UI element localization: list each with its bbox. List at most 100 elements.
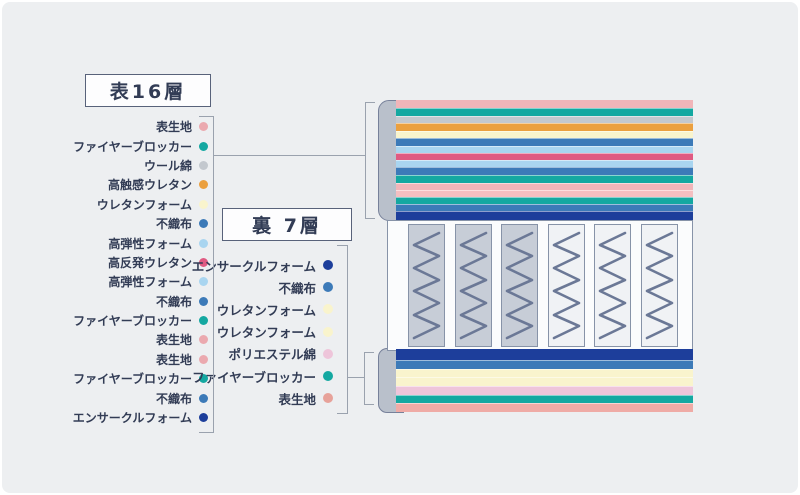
legend-color-dot: [323, 348, 333, 359]
legend-item: ファイヤーブロッカー: [30, 311, 208, 330]
mattress-layer-stripe: [396, 211, 693, 221]
spring-coil-icon: [645, 231, 674, 340]
mattress-layer-stripe: [396, 403, 693, 412]
spring-pocket: [594, 224, 632, 347]
back-layers-legend: エンサークルフォーム不織布ウレタンフォームウレタンフォームポリエステル綿ファイヤ…: [170, 254, 333, 409]
legend-item: ウレタンフォーム: [170, 321, 333, 343]
mattress-top-bracket: [365, 102, 375, 219]
legend-item-label: 不織布: [278, 280, 316, 296]
back-connector-line: [347, 377, 364, 378]
legend-item-label: ポリエステル綿: [228, 347, 316, 363]
mattress-layer-stripe: [396, 167, 693, 175]
mattress-layer-stripe: [396, 123, 693, 131]
mattress-bottom-bracket: [364, 352, 374, 405]
mattress-layer-stripe: [396, 100, 693, 108]
legend-item: 高触感ウレタン: [30, 175, 208, 194]
legend-color-dot: [199, 374, 208, 384]
legend-item-label: 不織布: [155, 294, 192, 309]
legend-item: 不織布: [30, 388, 208, 407]
legend-item-label: 表生地: [278, 391, 316, 407]
mattress-layer-stripe: [396, 183, 693, 190]
legend-item: ファイヤーブロッカー: [30, 369, 208, 388]
legend-item: 不織布: [170, 276, 333, 298]
legend-color-dot: [199, 257, 208, 267]
mattress-layer-stripe: [396, 377, 693, 386]
legend-item-label: 高触感ウレタン: [107, 178, 192, 193]
mattress-layer-stripe: [396, 204, 693, 211]
legend-color-dot: [323, 304, 333, 315]
legend-item-label: ファイヤーブロッカー: [73, 139, 192, 154]
mattress-layer-stripe: [396, 108, 693, 116]
legend-color-dot: [199, 413, 208, 423]
legend-item: ウレタンフォーム: [170, 298, 333, 320]
front-legend-bracket: [199, 116, 214, 433]
mattress-layer-stripe: [396, 349, 693, 360]
spring-coil-icon: [552, 231, 581, 340]
legend-item-label: 表生地: [155, 333, 192, 348]
mattress-layer-stripe: [396, 386, 693, 395]
legend-item: 表生地: [30, 330, 208, 349]
front-layers-legend: 表生地ファイヤーブロッカーウール綿高触感ウレタンウレタンフォーム不織布高弾性フォ…: [30, 117, 208, 427]
legend-item-label: 不織布: [155, 391, 192, 406]
legend-item-label: 表生地: [155, 120, 192, 135]
legend-color-dot: [199, 122, 208, 132]
legend-item: ウレタンフォーム: [30, 195, 208, 214]
legend-item: 表生地: [30, 117, 208, 136]
legend-item-label: 高弾性フォーム: [108, 275, 192, 290]
legend-item-label: ウール綿: [143, 158, 192, 173]
legend-item: 高反発ウレタン: [30, 253, 208, 272]
legend-color-dot: [199, 335, 208, 345]
legend-item: ポリエステル綿: [170, 343, 333, 365]
spring-coil-icon: [459, 231, 487, 340]
legend-color-dot: [323, 393, 333, 404]
mattress-layer-stripe: [396, 160, 693, 167]
spring-pocket: [547, 224, 585, 347]
mattress-front-layer-stack: [396, 100, 693, 221]
legend-item-label: 不織布: [155, 217, 192, 232]
legend-item: ファイヤーブロッカー: [170, 365, 333, 387]
legend-color-dot: [323, 260, 333, 271]
legend-item: エンサークルフォーム: [30, 408, 208, 427]
legend-color-dot: [199, 296, 208, 306]
legend-item: 表生地: [30, 350, 208, 369]
mattress-layer-stripe: [396, 197, 693, 204]
legend-item-label: 高反発ウレタン: [107, 255, 192, 270]
legend-item: 表生地: [170, 387, 333, 409]
front-layers-title-text: 表16層: [109, 81, 187, 103]
mattress-layer-stripe: [396, 395, 693, 403]
legend-item: 不織布: [30, 214, 208, 233]
spring-coil-icon: [505, 231, 534, 340]
legend-item: 高弾性フォーム: [30, 233, 208, 252]
spring-coil-section: [387, 220, 693, 351]
back-layers-title-text: 裏 7層: [252, 215, 322, 237]
legend-color-dot: [199, 354, 208, 364]
legend-item: ファイヤーブロッカー: [30, 136, 208, 155]
legend-color-dot: [199, 160, 208, 170]
spring-pocket: [501, 224, 539, 347]
mattress-layer-stripe: [396, 153, 693, 160]
spring-pocket: [454, 224, 492, 347]
mattress-back-layer-stack: [396, 349, 693, 412]
legend-item-label: ファイヤーブロッカー: [73, 372, 192, 387]
legend-item-label: 表生地: [155, 352, 192, 367]
legend-color-dot: [199, 219, 208, 229]
legend-item: エンサークルフォーム: [170, 254, 333, 276]
mattress-layer-stripe: [396, 190, 693, 197]
front-connector-line: [213, 155, 365, 156]
legend-color-dot: [199, 199, 208, 209]
legend-color-dot: [323, 371, 333, 382]
legend-item-label: ファイヤーブロッカー: [192, 369, 316, 385]
legend-color-dot: [323, 282, 333, 293]
mattress-layer-stripe: [396, 116, 693, 123]
mattress-layer-stripe: [396, 360, 693, 369]
legend-color-dot: [323, 326, 333, 337]
legend-item: ウール綿: [30, 156, 208, 175]
legend-color-dot: [199, 316, 208, 326]
legend-item-label: 高弾性フォーム: [108, 236, 192, 251]
mattress-layer-stripe: [396, 369, 693, 377]
spring-pocket: [641, 224, 678, 347]
legend-color-dot: [199, 393, 208, 403]
mattress-layer-stripe: [396, 131, 693, 138]
legend-item-label: ウレタンフォーム: [96, 197, 192, 212]
mattress-layer-stripe: [396, 175, 693, 183]
